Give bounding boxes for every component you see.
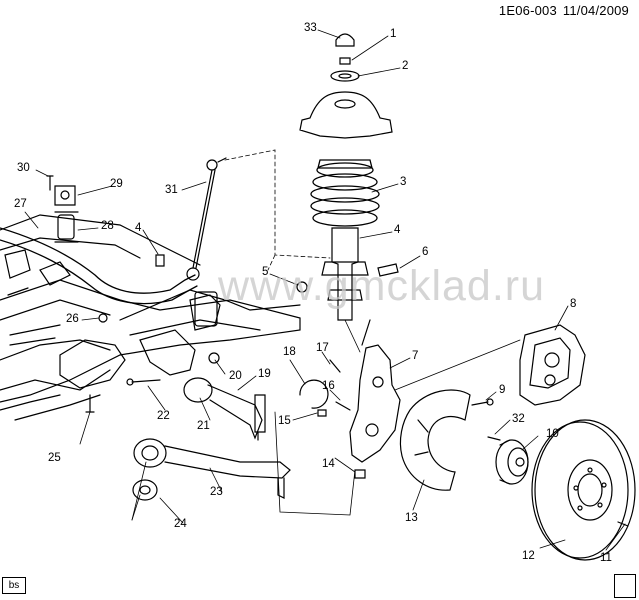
strut-cap bbox=[335, 33, 355, 47]
splash-shield bbox=[399, 389, 471, 491]
callout-4-strut: 4 bbox=[394, 224, 401, 236]
link-nut-4 bbox=[155, 254, 165, 267]
strut-bolt-6 bbox=[377, 263, 399, 277]
callout-leaders bbox=[24, 29, 626, 551]
bolt-26 bbox=[98, 313, 108, 323]
callout-9: 9 bbox=[499, 384, 506, 396]
stabilizer-bushing bbox=[54, 211, 79, 243]
callout-14: 14 bbox=[322, 458, 335, 470]
front-control-arm bbox=[183, 377, 266, 441]
callout-28: 28 bbox=[101, 220, 114, 232]
bolt-17 bbox=[329, 359, 341, 373]
strut-washer bbox=[330, 70, 360, 82]
assembly-outline bbox=[274, 411, 356, 516]
bracket-bolt bbox=[46, 175, 54, 191]
callout-16: 16 bbox=[322, 380, 335, 392]
brake-caliper bbox=[519, 324, 586, 406]
snap-ring bbox=[299, 379, 329, 409]
callout-21: 21 bbox=[197, 420, 210, 432]
callout-8: 8 bbox=[570, 298, 577, 310]
callout-23: 23 bbox=[210, 486, 223, 498]
callout-3: 3 bbox=[400, 176, 407, 188]
stabilizer-bracket bbox=[54, 185, 76, 206]
bolt-22 bbox=[126, 378, 161, 386]
callout-17: 17 bbox=[316, 342, 329, 354]
callout-32: 32 bbox=[512, 413, 525, 425]
steering-knuckle bbox=[349, 319, 401, 463]
callout-24: 24 bbox=[174, 518, 187, 530]
callout-15: 15 bbox=[278, 415, 291, 427]
corner-tag: bs bbox=[2, 577, 26, 594]
callout-4-link: 4 bbox=[135, 222, 142, 234]
rear-control-arm bbox=[133, 438, 291, 499]
coil-spring bbox=[310, 159, 380, 227]
nut-14 bbox=[354, 469, 366, 479]
callout-29: 29 bbox=[110, 178, 123, 190]
callout-2: 2 bbox=[402, 60, 409, 72]
strut-nut bbox=[339, 57, 351, 65]
stabilizer-shaft bbox=[0, 227, 198, 305]
callout-33: 33 bbox=[304, 22, 317, 34]
callout-26: 26 bbox=[66, 313, 79, 325]
callout-27: 27 bbox=[14, 198, 27, 210]
callout-18: 18 bbox=[283, 346, 296, 358]
brake-rotor bbox=[531, 419, 636, 561]
strut-body bbox=[321, 227, 369, 321]
caliper-bolt bbox=[471, 398, 494, 406]
callout-7: 7 bbox=[412, 350, 419, 362]
nut-15 bbox=[317, 409, 327, 417]
bolt-16 bbox=[335, 401, 351, 411]
callout-20: 20 bbox=[229, 370, 242, 382]
rotor-screw bbox=[617, 521, 629, 527]
watermark: www.gmcklad.ru bbox=[218, 262, 546, 310]
bushing-24 bbox=[132, 479, 158, 501]
callout-1: 1 bbox=[390, 28, 397, 40]
callout-10: 10 bbox=[546, 428, 559, 440]
callout-19: 19 bbox=[258, 368, 271, 380]
strut-mount bbox=[299, 91, 393, 139]
callout-13: 13 bbox=[405, 512, 418, 524]
callout-31: 31 bbox=[165, 184, 178, 196]
callout-11: 11 bbox=[600, 552, 612, 564]
callout-6: 6 bbox=[422, 246, 429, 258]
bushing-20 bbox=[208, 352, 220, 364]
diagram-code: 1E06-003 bbox=[498, 3, 557, 18]
wheel-hub bbox=[495, 439, 529, 485]
hub-bolt bbox=[487, 436, 501, 441]
stabilizer-link bbox=[186, 157, 227, 281]
callout-30: 30 bbox=[17, 162, 30, 174]
callout-12: 12 bbox=[522, 550, 535, 562]
callout-5: 5 bbox=[262, 266, 269, 278]
callout-25: 25 bbox=[48, 452, 61, 464]
front-frame-crossmember bbox=[0, 214, 301, 421]
knuckle-leader bbox=[344, 319, 521, 391]
strut-bolt-5 bbox=[296, 281, 308, 293]
corner-icon bbox=[614, 574, 636, 598]
leader-lines bbox=[224, 149, 331, 271]
diagram-date: 11/04/2009 bbox=[562, 3, 629, 18]
callout-22: 22 bbox=[157, 410, 170, 422]
diagram-header: 1E06-003 11/04/2009 bbox=[499, 3, 629, 18]
